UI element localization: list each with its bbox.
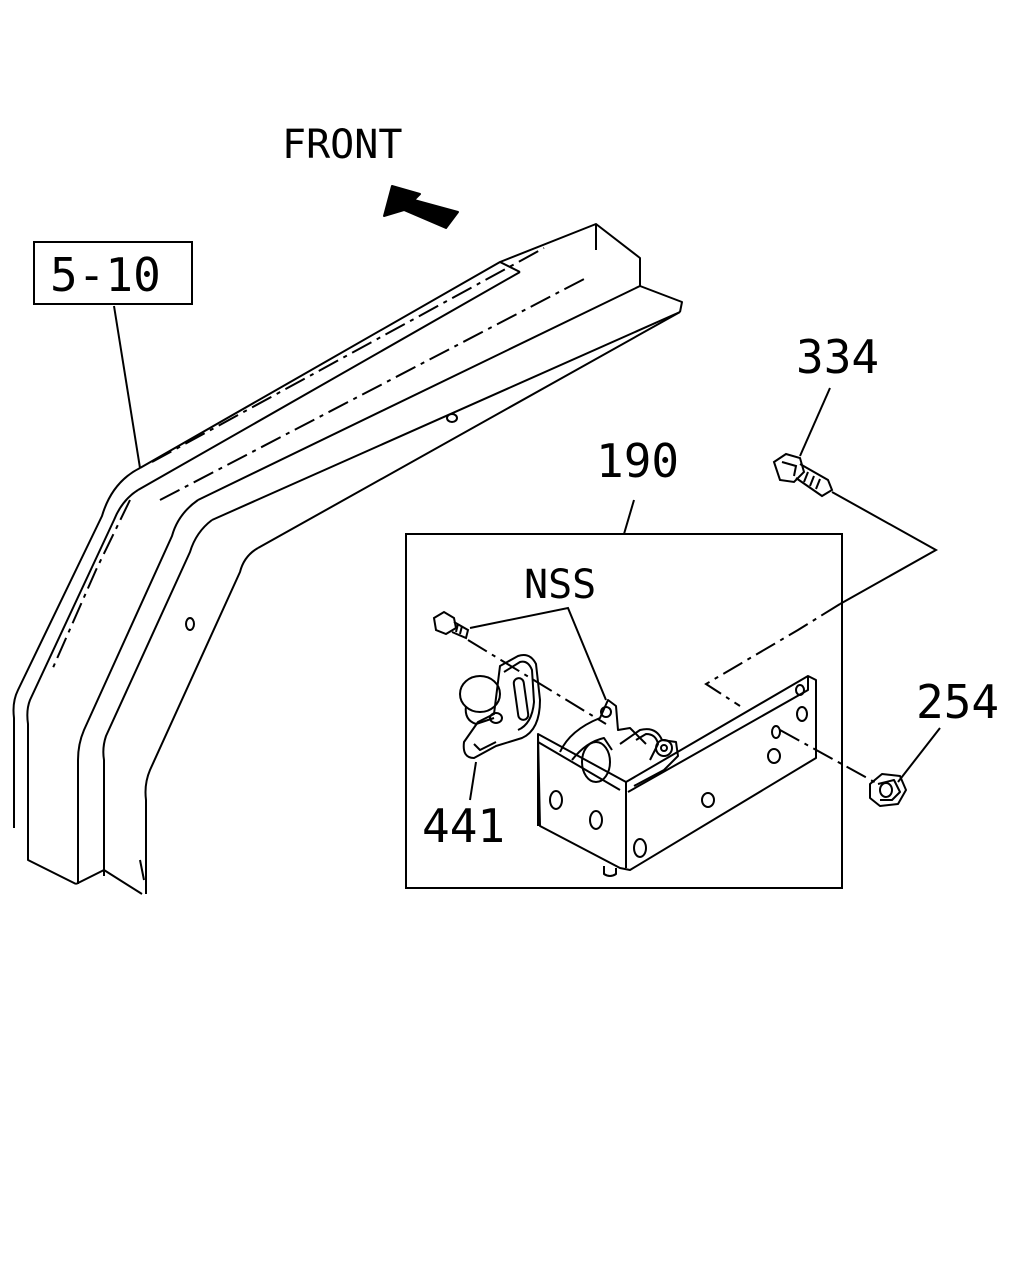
fastener-centerline xyxy=(704,603,841,707)
section-reference-leader xyxy=(113,305,141,469)
callout-441: 441 xyxy=(422,799,505,853)
callout-nss-leader xyxy=(469,606,607,701)
callout-190: 190 xyxy=(596,434,679,488)
lever-441[interactable] xyxy=(459,654,541,759)
nut-centerline xyxy=(779,729,879,785)
frame-rail xyxy=(12,223,683,895)
callout-nss: NSS xyxy=(524,562,596,608)
callout-254-leader xyxy=(897,727,941,783)
bracket-190[interactable] xyxy=(537,675,817,877)
nut-254[interactable] xyxy=(869,773,907,807)
fastener-leader xyxy=(831,491,939,605)
callout-441-leader xyxy=(469,761,477,801)
callout-334-leader xyxy=(799,387,831,457)
callout-334: 334 xyxy=(796,330,879,384)
section-reference-box[interactable]: 5-10 xyxy=(33,241,193,305)
front-label: FRONT xyxy=(282,122,402,168)
callout-254: 254 xyxy=(916,675,999,729)
section-reference-label: 5-10 xyxy=(50,248,161,302)
detail-box-190 xyxy=(405,533,843,889)
screw-nss[interactable] xyxy=(432,610,470,640)
callout-190-leader xyxy=(623,499,635,535)
front-arrow-icon xyxy=(383,185,459,229)
bolt-334[interactable] xyxy=(772,452,834,498)
